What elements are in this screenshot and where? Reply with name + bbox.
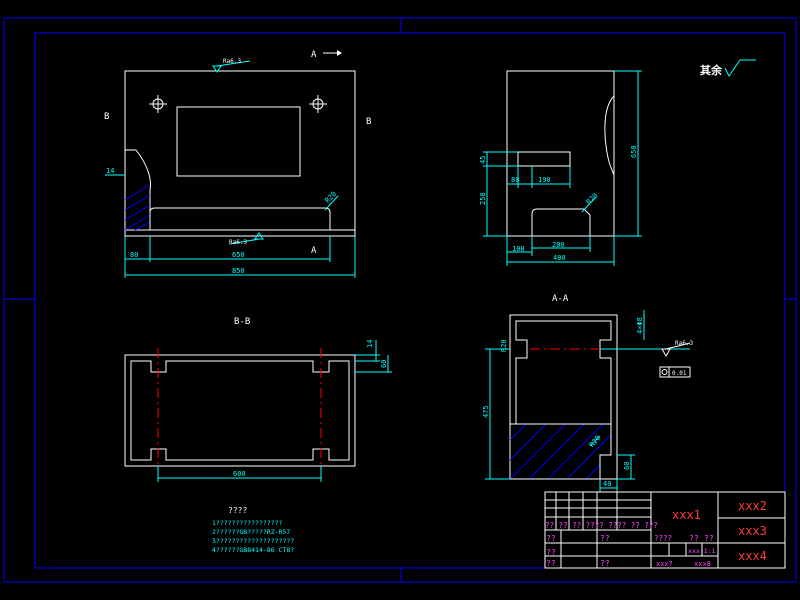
dim-bb-14: 14 <box>366 340 374 348</box>
title-block: xxx1 xxx2 xxx3 xxx4 ?? ?? ?? ???? ???? ?… <box>544 491 786 569</box>
section-a-top: A <box>311 50 317 60</box>
title-cell: ?? <box>546 559 556 568</box>
dim-r20: R20 <box>324 190 339 205</box>
dim-650: 650 <box>232 251 245 259</box>
title-cell: ?? <box>689 534 699 543</box>
section-aa-title: A-A <box>552 294 569 304</box>
aa-dims <box>485 310 690 492</box>
dim-bb-600: 600 <box>233 470 246 478</box>
dim-side-190: 190 <box>538 176 551 184</box>
title-cell: ?? <box>600 534 610 543</box>
title-cell: ?? <box>704 534 714 543</box>
front-hole-right <box>309 95 327 113</box>
note-line: 4??????GB8414-86 CT8? <box>212 546 294 554</box>
dim-side-250: 250 <box>479 192 487 205</box>
title-xxx4: xxx4 <box>738 549 767 563</box>
title-xxx8: xxx8 <box>694 560 711 568</box>
section-aa-view: A-A R20 475 <box>482 294 693 492</box>
outer-border <box>3 17 797 583</box>
dim-aa-475: 475 <box>482 405 490 418</box>
section-bb-view: B-B 14 60 600 <box>124 317 392 482</box>
title-scale: xxx 1:1 <box>688 547 715 555</box>
dim-bb-60: 60 <box>380 360 388 368</box>
drawing-frame <box>3 17 797 583</box>
dim-side-650: 650 <box>630 145 638 158</box>
title-xxx7: xxx7 <box>656 560 673 568</box>
bb-outer <box>124 354 356 467</box>
aa-inner <box>515 320 612 425</box>
title-cell: ?? <box>546 548 556 557</box>
bb-centerlines <box>157 348 322 472</box>
bb-dims <box>157 340 392 482</box>
section-a-bottom: A <box>311 246 317 256</box>
roughness-top: Ra6.3 <box>223 58 241 65</box>
front-outline <box>124 70 356 237</box>
title-xxx2: xxx2 <box>738 499 767 513</box>
front-view: A A B B Ra6.3 Ra6.3 14 R20 80 650 850 <box>104 50 371 278</box>
dim-aa-hole: 4×Φ8 <box>636 317 644 334</box>
title-xxx3: xxx3 <box>738 524 767 538</box>
section-bb-title: B-B <box>234 317 250 327</box>
tolerance-value: 0.01 <box>672 370 687 377</box>
dim-aa-r20: R20 <box>500 339 508 352</box>
title-name: xxx1 <box>672 508 701 522</box>
inner-border <box>34 32 786 569</box>
section-b-left: B <box>104 112 109 122</box>
dim-aa-40: 40 <box>603 480 611 488</box>
notes-title: ???? <box>228 506 247 515</box>
dim-side-r20: R20 <box>585 192 600 207</box>
title-row-text: ?? ?? ?? ???? ???? ?? ??? <box>545 521 658 530</box>
roughness-bottom: Ra6.3 <box>229 239 247 246</box>
dim-14-left: 14 <box>106 167 114 175</box>
dim-side-200: 200 <box>552 241 565 249</box>
note-line: 1????????????????? <box>212 519 283 527</box>
circularity-icon <box>661 369 668 375</box>
side-view: 650 45 250 80 190 R20 100 200 400 其余 <box>479 59 756 266</box>
dim-side-45: 45 <box>479 156 487 164</box>
dim-aa-60: 60 <box>623 462 631 470</box>
front-bottom-dims <box>124 236 356 278</box>
dim-side-400: 400 <box>553 254 566 262</box>
section-b-right: B <box>366 117 371 127</box>
title-cell: ?? <box>600 559 610 568</box>
aa-roughness: Ra6.3 <box>675 340 693 347</box>
side-dims <box>483 70 642 266</box>
note-line: 3???????????????????? <box>212 537 294 545</box>
note-line: 2??????GB?????RZ-R57 <box>212 528 290 536</box>
dim-850: 850 <box>232 267 245 275</box>
title-scale-label: ???? <box>654 534 672 543</box>
dim-80: 80 <box>130 251 138 259</box>
roughness-note: 其余 <box>700 63 723 77</box>
dim-side-100: 100 <box>512 245 525 253</box>
tolerance-frame <box>659 366 691 378</box>
front-window <box>176 106 301 177</box>
dim-side-80: 80 <box>511 176 519 184</box>
front-hatch <box>124 184 151 231</box>
aa-hatch <box>509 423 612 480</box>
front-hole-left <box>149 95 167 113</box>
bb-inner <box>130 360 350 461</box>
side-outline <box>506 70 615 237</box>
technical-notes: ???? 1????????????????? 2??????GB?????RZ… <box>212 506 294 554</box>
title-cell: ?? <box>546 534 556 543</box>
